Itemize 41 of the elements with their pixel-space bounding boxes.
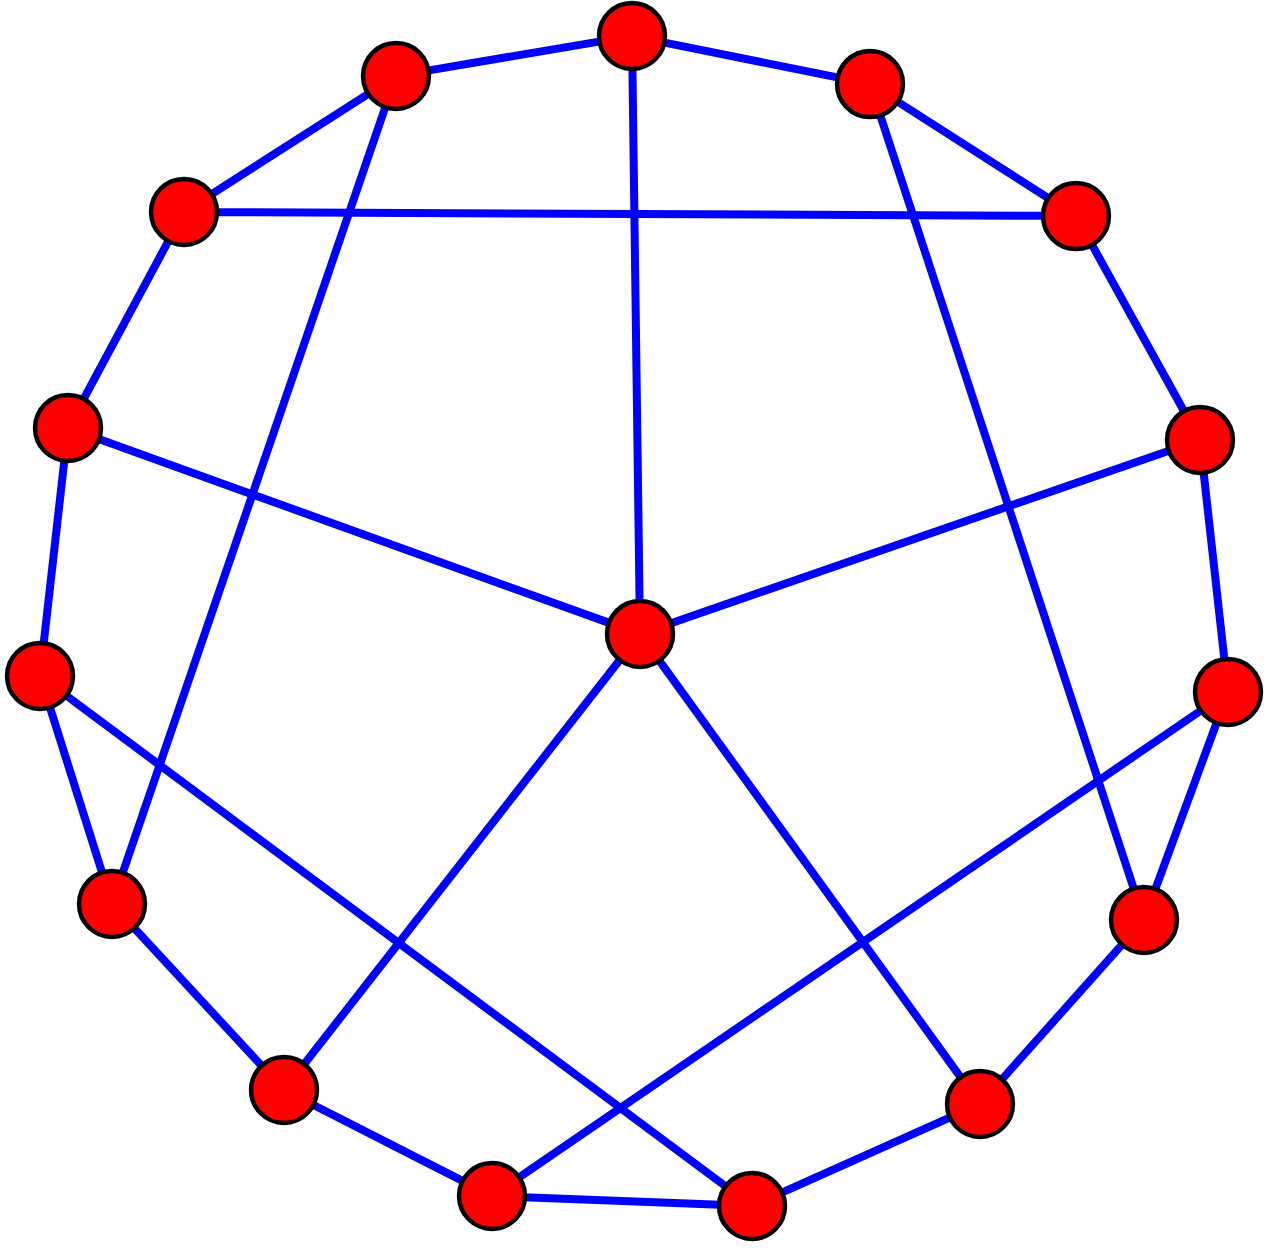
edge-line <box>39 459 69 645</box>
vertex-circle <box>148 176 220 248</box>
edge-line <box>63 691 729 1191</box>
edge-line <box>662 38 840 82</box>
edge-line <box>628 67 644 603</box>
edge-line <box>894 97 1052 203</box>
edge-line <box>668 446 1172 628</box>
vertex-circle <box>596 0 668 72</box>
vertex-circle <box>1192 656 1264 728</box>
vertex-circle <box>604 598 676 670</box>
vertex-circle <box>1040 180 1112 252</box>
vertex-circle <box>716 1170 788 1242</box>
edge-line <box>310 1100 466 1185</box>
edge-line <box>208 89 372 199</box>
edge-line <box>523 1193 721 1209</box>
edge-line <box>79 238 173 402</box>
edge-line <box>1151 720 1221 892</box>
vertex-circle <box>32 392 104 464</box>
edge-line <box>1199 471 1229 661</box>
vertex-circle <box>1108 884 1180 956</box>
edge-line <box>96 435 612 627</box>
edge-line <box>516 706 1204 1182</box>
vertex-circle <box>456 1160 528 1232</box>
vertex-circle <box>360 40 432 112</box>
edge-line <box>998 941 1126 1083</box>
edge-line <box>216 208 1044 220</box>
vertex-circle <box>944 1068 1016 1140</box>
vertex-circle <box>76 868 148 940</box>
edge-line <box>300 656 624 1068</box>
edge-line <box>876 113 1138 891</box>
vertex-circle <box>4 640 76 712</box>
vertex-circle <box>834 48 906 120</box>
vertex-circle <box>248 1054 320 1126</box>
edge-line <box>426 37 602 75</box>
vertex-circle <box>1164 404 1236 476</box>
edge-line <box>779 1113 953 1197</box>
edge-line <box>1088 242 1188 414</box>
edge-line <box>655 657 965 1081</box>
edge-line <box>45 705 107 875</box>
edge-line <box>130 924 266 1070</box>
edge-line <box>118 104 390 875</box>
